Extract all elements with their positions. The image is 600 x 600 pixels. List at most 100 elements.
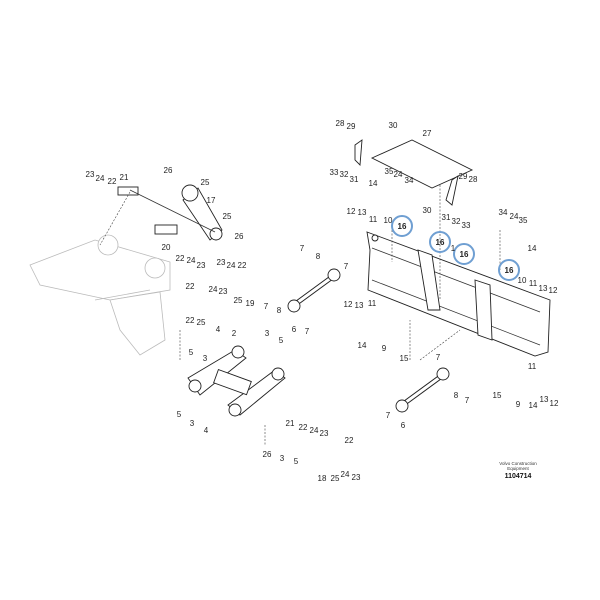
callout-label-23: 23 — [86, 170, 95, 179]
callout-label-11: 11 — [529, 279, 538, 288]
callout-label-7: 7 — [386, 411, 391, 420]
callout-label-22: 22 — [186, 316, 195, 325]
callout-label-24: 24 — [310, 426, 319, 435]
callout-label-11: 11 — [528, 362, 537, 371]
callout-label-24: 24 — [341, 470, 350, 479]
callout-label-7: 7 — [436, 353, 441, 362]
callout-label-10: 10 — [518, 276, 527, 285]
callout-label-10: 10 — [384, 216, 393, 225]
callout-label-6: 6 — [292, 325, 297, 334]
callout-label-23: 23 — [320, 429, 329, 438]
callout-label-22: 22 — [176, 254, 185, 263]
callout-label-28: 28 — [336, 119, 345, 128]
callout-label-22: 22 — [299, 423, 308, 432]
callout-label-7: 7 — [300, 244, 305, 253]
drawing-number: 1104714 — [504, 473, 532, 480]
callout-label-16: 16 — [398, 222, 407, 231]
callout-label-26: 26 — [263, 450, 272, 459]
callout-label-24: 24 — [187, 256, 196, 265]
callout-label-25: 25 — [234, 296, 243, 305]
callout-label-12: 12 — [549, 286, 558, 295]
brand-line-1: Volvo Construction — [499, 461, 537, 466]
callout-label-11: 11 — [369, 215, 378, 224]
callout-label-7: 7 — [465, 396, 470, 405]
callout-label-13: 13 — [539, 284, 548, 293]
callout-label-31: 31 — [350, 175, 359, 184]
callout-label-30: 30 — [423, 206, 432, 215]
callout-label-9: 9 — [382, 344, 387, 353]
callout-label-24: 24 — [227, 261, 236, 270]
callout-label-23: 23 — [352, 473, 361, 482]
callout-label-14: 14 — [358, 341, 367, 350]
callout-label-12: 12 — [344, 300, 353, 309]
callout-label-16: 16 — [436, 238, 445, 247]
callout-label-23: 23 — [219, 287, 228, 296]
callout-label-23: 23 — [197, 261, 206, 270]
callout-label-22: 22 — [345, 436, 354, 445]
callout-label-7: 7 — [305, 327, 310, 336]
callout-label-22: 22 — [108, 177, 117, 186]
highlight-ring — [391, 215, 413, 237]
callout-label-25: 25 — [331, 474, 340, 483]
callout-label-35: 35 — [519, 216, 528, 225]
callout-label-5: 5 — [177, 410, 182, 419]
callout-label-33: 33 — [330, 168, 339, 177]
callout-label-12: 12 — [347, 207, 356, 216]
callout-label-14: 14 — [528, 244, 537, 253]
callout-label-20: 20 — [162, 243, 171, 252]
leader-lines — [99, 185, 501, 445]
callout-label-17: 17 — [207, 196, 216, 205]
callout-label-27: 27 — [423, 129, 432, 138]
callout-label-3: 3 — [265, 329, 270, 338]
highlight-ring — [498, 259, 520, 281]
bracket-assembly — [187, 345, 286, 417]
callout-label-30: 30 — [389, 121, 398, 130]
callout-label-15: 15 — [493, 391, 502, 400]
callout-label-12: 12 — [550, 399, 559, 408]
callout-label-7: 7 — [264, 302, 269, 311]
callout-label-5: 5 — [279, 336, 284, 345]
callout-label-7: 7 — [344, 262, 349, 271]
cover-plate — [354, 139, 474, 206]
callout-label-13: 13 — [540, 395, 549, 404]
callout-label-28: 28 — [469, 175, 478, 184]
callout-label-13: 13 — [358, 208, 367, 217]
callout-label-29: 29 — [347, 122, 356, 131]
callout-label-21: 21 — [120, 173, 129, 182]
callout-label-3: 3 — [203, 354, 208, 363]
callout-label-34: 34 — [499, 208, 508, 217]
callout-label-14: 14 — [529, 401, 538, 410]
callout-label-34: 34 — [405, 176, 414, 185]
callout-label-29: 29 — [459, 172, 468, 181]
callout-label-4: 4 — [216, 325, 221, 334]
callout-label-5: 5 — [294, 457, 299, 466]
callout-label-6: 6 — [401, 421, 406, 430]
callout-label-23: 23 — [217, 258, 226, 267]
callout-label-24: 24 — [394, 170, 403, 179]
highlight-ring — [429, 231, 451, 253]
machine-frame — [29, 234, 171, 356]
callout-label-22: 22 — [238, 261, 247, 270]
callout-label-32: 32 — [452, 217, 461, 226]
callout-label-16: 16 — [505, 266, 514, 275]
callout-label-32: 32 — [340, 170, 349, 179]
callout-label-35: 35 — [385, 167, 394, 176]
callout-label-8: 8 — [316, 252, 321, 261]
callout-label-16: 16 — [460, 250, 469, 259]
callout-label-19: 19 — [246, 299, 255, 308]
callout-label-8: 8 — [277, 306, 282, 315]
callout-label-3: 3 — [190, 419, 195, 428]
callout-label-25: 25 — [197, 318, 206, 327]
highlight-ring — [453, 243, 475, 265]
callout-label-24: 24 — [510, 212, 519, 221]
callout-label-2: 2 — [232, 329, 237, 338]
link-arm — [117, 184, 223, 241]
callout-label-4: 4 — [204, 426, 209, 435]
callout-label-22: 22 — [186, 282, 195, 291]
callout-label-5: 5 — [189, 348, 194, 357]
push-links — [287, 268, 450, 413]
callout-label-26: 26 — [164, 166, 173, 175]
